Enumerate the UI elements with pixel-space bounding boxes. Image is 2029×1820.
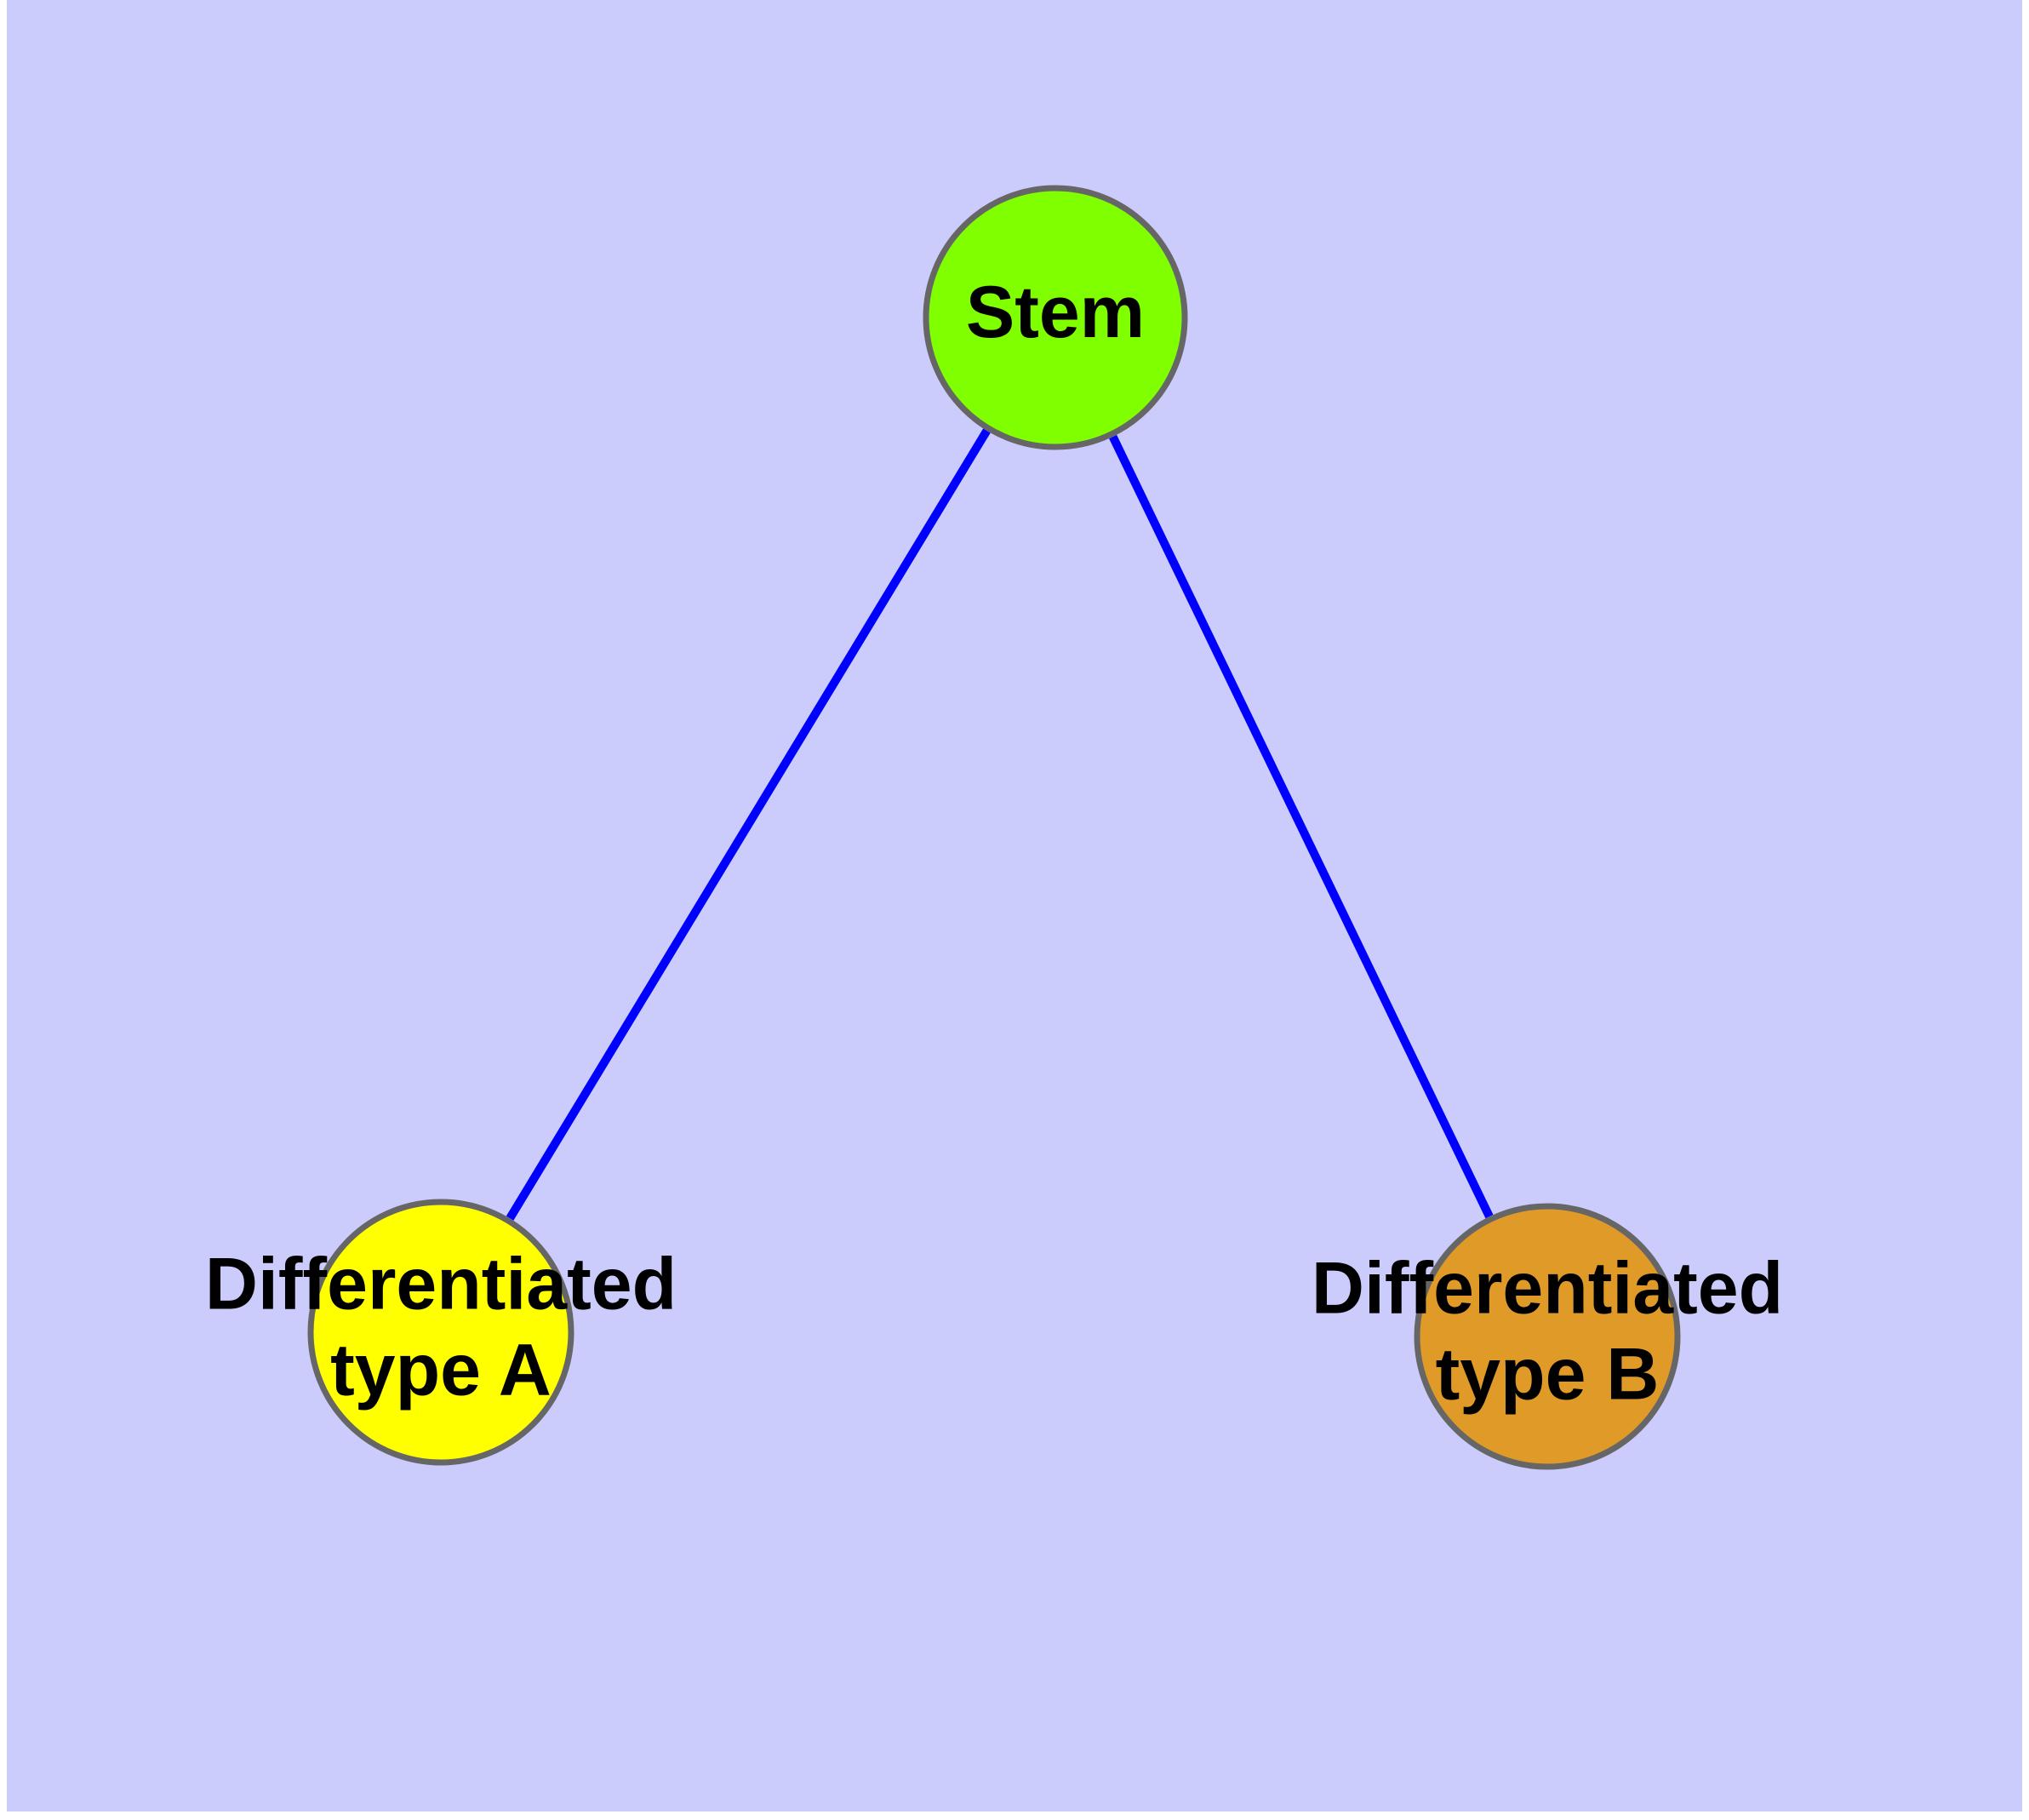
node-label-line: Differentiated (205, 1243, 677, 1325)
edge-stem-diff-a[interactable] (506, 428, 991, 1221)
edges-layer (506, 428, 1494, 1221)
node-label-line: type A (330, 1329, 552, 1411)
node-label-line: Stem (966, 272, 1145, 353)
node-circle-diff_b[interactable] (1414, 1203, 1681, 1470)
node-circle-stem[interactable] (923, 185, 1188, 450)
graph-node-stem[interactable]: Stem (923, 185, 1188, 450)
node-label-line: Differentiated (1312, 1247, 1783, 1329)
node-label-stem: Stem (966, 272, 1145, 353)
node-circle-diff_a[interactable] (307, 1199, 574, 1466)
edge-stem-diff-b[interactable] (1109, 434, 1494, 1219)
node-label-line: type B (1436, 1333, 1660, 1415)
